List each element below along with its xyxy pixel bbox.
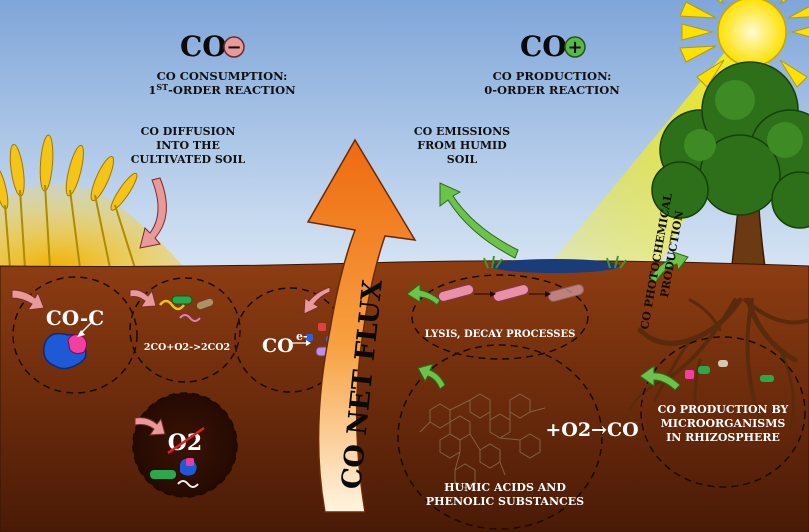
co-consumption-title: CO − CO CONSUMPTION: 1ST-ORDER REACTION <box>148 30 296 97</box>
rhizosphere-circle <box>640 336 806 488</box>
rhizosphere-label: CO PRODUCTION BY MICROORGANISMS IN RHIZO… <box>658 403 789 444</box>
oxidation-label: 2CO+O2->2CO2 <box>144 342 230 353</box>
co-production-title: CO + CO PRODUCTION: 0-ORDER REACTION <box>484 30 620 97</box>
co-net-flux-arrow[interactable] <box>306 138 417 513</box>
svg-text:HUMIC ACIDS AND: HUMIC ACIDS AND <box>444 481 566 494</box>
anaerobic-microbes <box>150 458 199 488</box>
svg-text:FROM HUMID: FROM HUMID <box>417 139 507 152</box>
svg-text:CULTIVATED SOIL: CULTIVATED SOIL <box>131 153 246 166</box>
production-line1: CO PRODUCTION: <box>493 69 612 83</box>
consumption-arrows <box>11 177 331 436</box>
plus-sign: + <box>567 37 582 58</box>
lysis-label: LYSIS, DECAY PROCESSES <box>425 329 576 340</box>
diffusion-label: CO DIFFUSION INTO THE CULTIVATED SOIL <box>131 125 246 166</box>
svg-text:IN RHIZOSPHERE: IN RHIZOSPHERE <box>666 431 780 444</box>
co-electron-label: CO e- <box>262 330 311 357</box>
green-arrow-lysis <box>406 282 441 306</box>
svg-text:PHENOLIC SUBSTANCES: PHENOLIC SUBSTANCES <box>426 495 584 508</box>
pink-microbe-blob <box>67 334 88 355</box>
co-c-arrowhead <box>77 330 85 337</box>
o2-label: O2 <box>167 426 205 456</box>
consumption-line1: CO CONSUMPTION: <box>157 69 288 83</box>
lysis-bacteria <box>437 284 585 302</box>
pink-arrow-o2 <box>134 417 166 436</box>
svg-text:CO: CO <box>262 335 294 357</box>
pink-arrow-electron <box>303 286 331 315</box>
emissions-arrow <box>439 182 519 259</box>
svg-text:SOIL: SOIL <box>447 153 478 166</box>
green-arrow-rhizosphere <box>639 365 681 391</box>
production-arrows <box>406 182 689 391</box>
oxidation-circle <box>129 277 241 383</box>
consumption-line2: 1ST-ORDER REACTION <box>148 82 296 97</box>
minus-sign: − <box>226 37 241 58</box>
co-c-circle <box>12 276 138 394</box>
humid-soil-puddle <box>483 255 627 273</box>
co-plus-symbol: CO <box>520 30 567 63</box>
svg-text:CO PRODUCTION BY: CO PRODUCTION BY <box>658 403 789 416</box>
svg-text:INTO THE: INTO THE <box>156 139 220 152</box>
pink-arrow-oxidation <box>129 289 157 308</box>
oxidation-microbes <box>159 295 215 322</box>
svg-text:e-: e- <box>296 330 308 343</box>
diffusion-arrow <box>139 177 167 249</box>
co-c-label: CO-C <box>46 306 104 330</box>
humic-reaction-label: +O2→CO <box>545 419 638 441</box>
humic-molecule <box>419 393 546 489</box>
rhizosphere-microbes <box>685 360 774 382</box>
pink-arrow-co-c <box>11 289 45 311</box>
lysis-circle <box>411 274 589 360</box>
plus-badge <box>564 36 586 58</box>
svg-text:CO EMISSIONS: CO EMISSIONS <box>414 125 510 138</box>
minus-badge <box>223 36 245 58</box>
tree <box>651 61 809 301</box>
green-arrow-photochem <box>649 251 689 283</box>
co-minus-symbol: CO <box>180 30 227 63</box>
svg-text:CO DIFFUSION: CO DIFFUSION <box>141 125 236 138</box>
production-line2: 0-ORDER REACTION <box>484 83 620 97</box>
soil <box>0 260 809 532</box>
wheat-field <box>0 134 185 269</box>
humic-circle <box>397 344 603 530</box>
emissions-label: CO EMISSIONS FROM HUMID SOIL <box>414 125 510 166</box>
green-arrow-humic <box>417 363 446 390</box>
svg-text:MICROORGANISMS: MICROORGANISMS <box>661 417 786 430</box>
tree-roots <box>629 297 809 432</box>
humic-label: HUMIC ACIDS AND PHENOLIC SUBSTANCES <box>426 481 584 508</box>
